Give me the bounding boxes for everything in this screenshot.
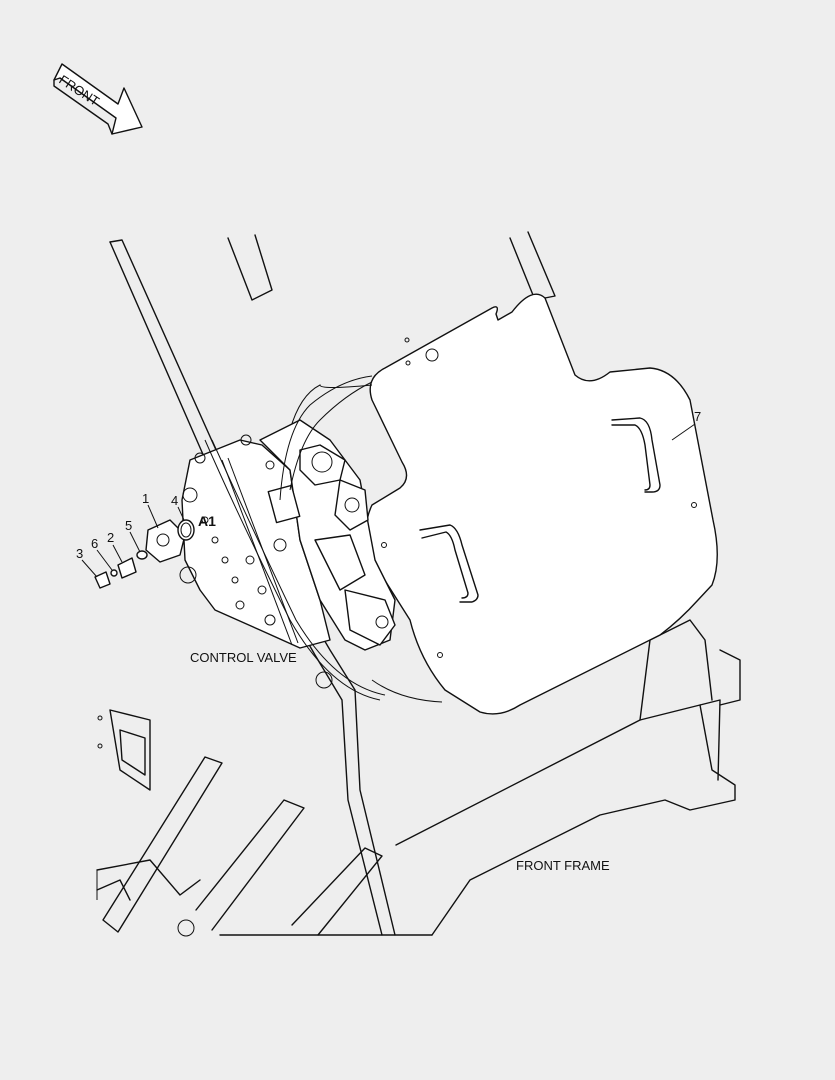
control-valve-label: CONTROL VALVE — [190, 650, 297, 665]
part-flange — [145, 519, 186, 563]
front-frame-label: FRONT FRAME — [516, 858, 610, 873]
callout-4: 4 — [171, 493, 178, 508]
part-cap — [94, 571, 111, 589]
callout-3: 3 — [76, 546, 83, 561]
hose-lines — [204, 375, 386, 701]
exploded-parts — [94, 519, 195, 589]
callout-7: 7 — [694, 409, 701, 424]
part-seal — [136, 550, 148, 560]
callout-leaders — [81, 423, 696, 578]
callout-2: 2 — [107, 530, 114, 545]
front-direction-arrow: FRONT — [53, 63, 143, 135]
cover-plate — [289, 293, 718, 715]
callout-5: 5 — [125, 518, 132, 533]
callout-1: 1 — [142, 491, 149, 506]
part-washer — [110, 569, 118, 577]
front-frame — [96, 231, 741, 937]
part-connector — [117, 557, 137, 579]
detail-ref-label: A1 — [198, 513, 216, 529]
valve-ports — [179, 434, 287, 626]
callout-6: 6 — [91, 536, 98, 551]
